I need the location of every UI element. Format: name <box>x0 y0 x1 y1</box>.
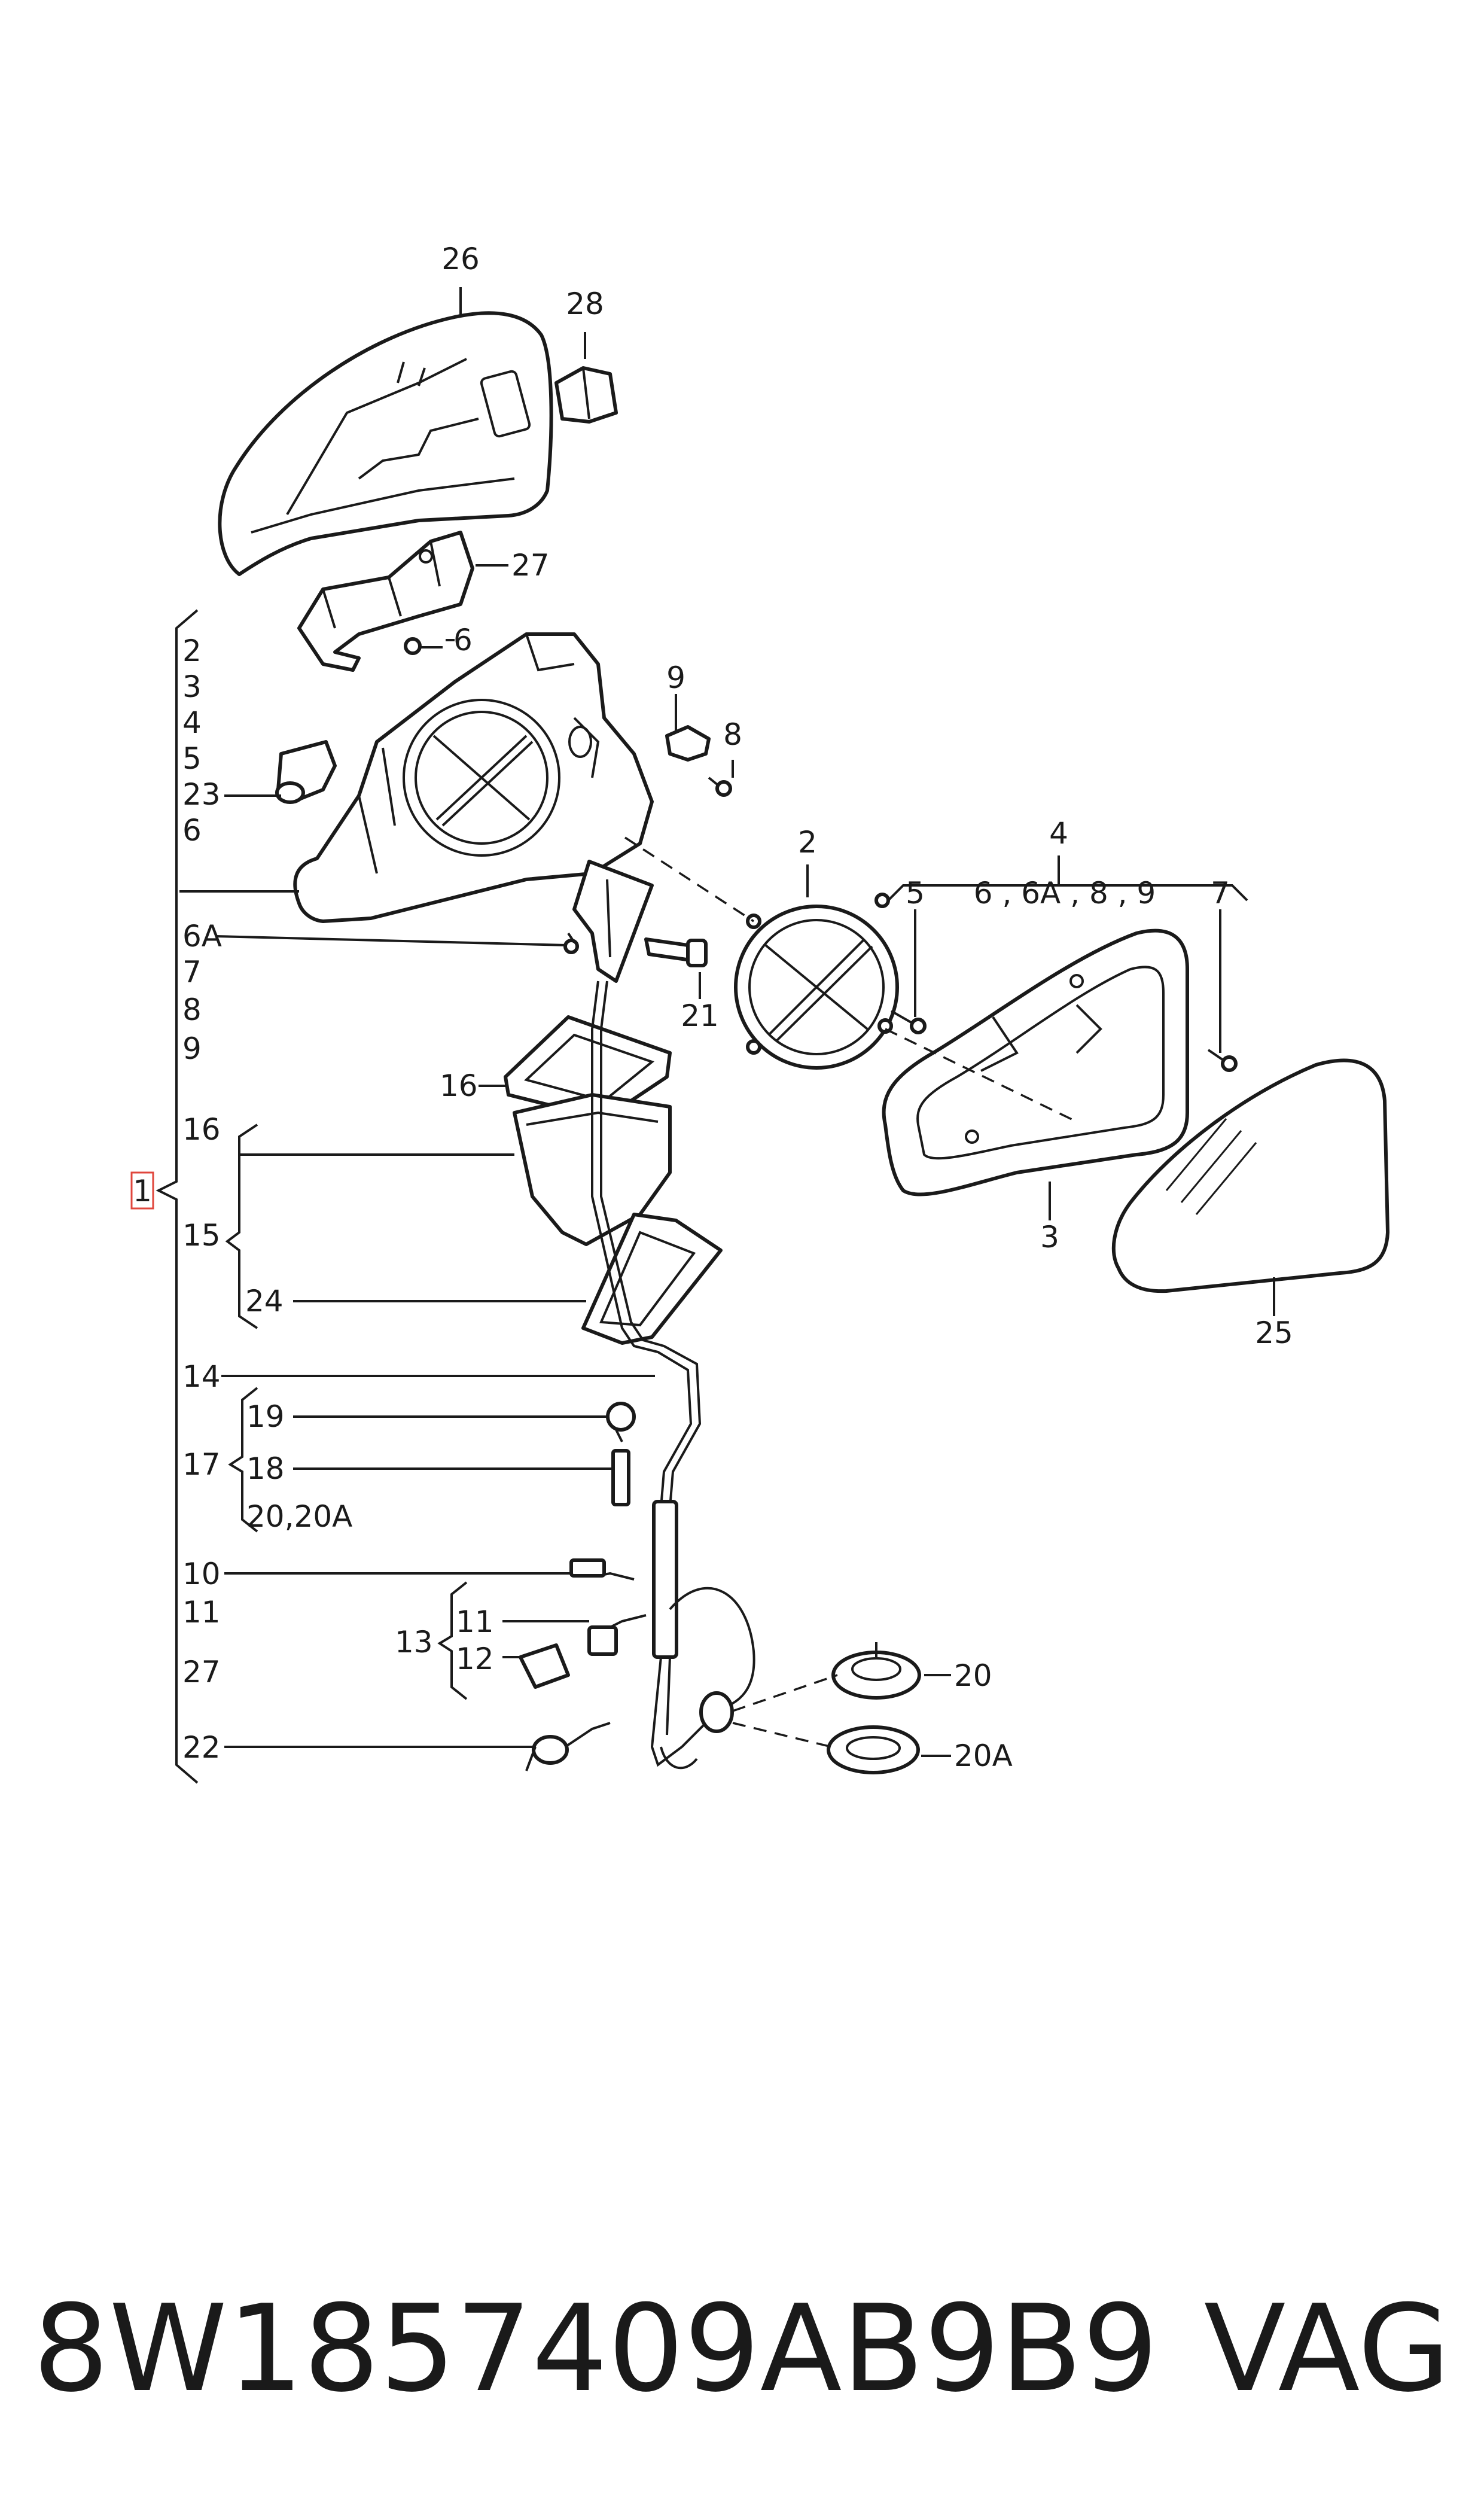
part-9-heater-clip <box>665 725 711 762</box>
part-20a-grommet <box>827 1725 920 1774</box>
callout-9: 9 <box>666 660 685 695</box>
alignment-lines <box>624 836 1077 1748</box>
part-8-screw <box>708 777 732 797</box>
list-19: 19 <box>246 1399 285 1434</box>
callout-2: 2 <box>798 825 817 860</box>
list-24: 24 <box>245 1284 284 1319</box>
brand-label: VAG <box>1204 2279 1451 2419</box>
part-18-connector <box>611 1449 630 1506</box>
callout-16: 16 <box>440 1068 478 1103</box>
callout-20a: 20A <box>954 1738 1013 1773</box>
list-18: 18 <box>246 1451 285 1486</box>
list-6: 6 <box>182 813 202 848</box>
list-20-20a: 20,20A <box>246 1499 352 1534</box>
list-12: 12 <box>456 1642 494 1676</box>
part-23-connector <box>275 740 337 804</box>
part-22-grommet <box>525 1722 611 1771</box>
harness-grommet <box>699 1691 734 1733</box>
list-27: 27 <box>182 1655 221 1689</box>
list-17: 17 <box>182 1447 221 1482</box>
part-12-connector <box>519 1643 570 1689</box>
callout-25: 25 <box>1255 1316 1293 1350</box>
callout-7: 7 <box>1211 876 1230 911</box>
part-6-screw-top <box>404 637 443 655</box>
list-7: 7 <box>182 955 202 989</box>
list-3: 3 <box>182 669 202 704</box>
part-19-clip <box>606 1402 636 1442</box>
part-7-screw <box>1207 1049 1238 1072</box>
callout-3: 3 <box>1040 1220 1059 1255</box>
part-16-seal <box>504 1015 672 1121</box>
list-16: 16 <box>182 1112 221 1147</box>
part-6a-screw <box>563 932 579 954</box>
assembly-marker-1: 1 <box>130 1171 154 1210</box>
list-9: 9 <box>182 1031 202 1066</box>
part-27-bracket <box>297 531 474 672</box>
leader-lines <box>179 287 1275 1757</box>
part-11-connector <box>587 1625 618 1656</box>
callout-8: 8 <box>723 717 742 752</box>
part-26-mirror-cap <box>218 311 553 576</box>
list-13: 13 <box>395 1625 433 1660</box>
callout-4: 4 <box>1049 816 1068 851</box>
list-11: 11 <box>182 1595 221 1630</box>
part-callouts: 26 28 27 6 9 8 2 4 5 6 , 6A , 8 , 9 7 21… <box>440 242 1293 1773</box>
part-10-connector <box>569 1558 606 1578</box>
callout-27: 27 <box>511 548 550 583</box>
callout-6: 6 <box>453 623 473 657</box>
component-list: 2 3 4 5 23 6 6A 7 8 9 16 15 24 14 19 17 … <box>182 634 494 1765</box>
callout-26: 26 <box>441 242 480 276</box>
part-number: 8W1857409AB9B9 <box>33 2279 1158 2419</box>
list-22: 22 <box>182 1730 221 1765</box>
callout-5: 5 <box>906 876 925 911</box>
list-8: 8 <box>182 992 202 1027</box>
callout-28: 28 <box>566 287 604 321</box>
list-10: 10 <box>182 1557 221 1591</box>
list-2: 2 <box>182 634 202 668</box>
callout-21: 21 <box>681 998 719 1033</box>
part-20-grommet <box>831 1642 921 1700</box>
part-3-glass-carrier <box>882 928 1189 1196</box>
part-2-adjuster-plate <box>734 893 899 1070</box>
callout-6-group: 6 , 6A , 8 , 9 <box>974 876 1156 911</box>
mirror-arm <box>572 860 654 983</box>
callout-20: 20 <box>954 1658 992 1693</box>
part-21-bolt <box>644 937 708 967</box>
part-5-screw <box>891 1010 927 1034</box>
list-11b: 11 <box>456 1604 494 1639</box>
list-4: 4 <box>182 705 202 740</box>
list-5: 5 <box>182 741 202 776</box>
list-14: 14 <box>182 1359 221 1394</box>
list-brackets <box>156 609 468 1784</box>
mirror-base-housing <box>293 632 654 923</box>
assembly-label-1: 1 <box>133 1174 152 1208</box>
list-6a: 6A <box>182 919 222 954</box>
part-28-clip <box>554 366 618 424</box>
part-25-mirror-glass <box>1111 1058 1389 1293</box>
list-23: 23 <box>182 777 221 812</box>
list-15: 15 <box>182 1218 221 1253</box>
